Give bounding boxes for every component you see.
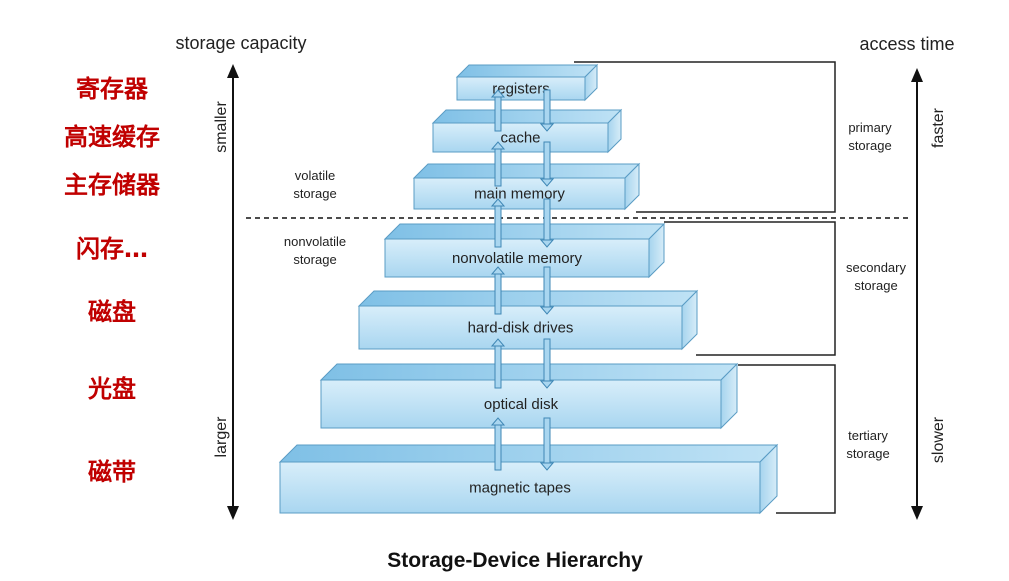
- down-arrow-cache-to-main-memory: [539, 141, 555, 187]
- nonvolatile-label-line2: storage: [293, 252, 336, 267]
- primary-storage-line1: primary: [848, 120, 892, 135]
- secondary-storage-line1: secondary: [846, 260, 906, 275]
- up-arrow-nonvolatile-memory-to-main-memory: [490, 198, 506, 248]
- down-arrow-nonvolatile-memory-to-hard-disk-drives: [539, 266, 555, 315]
- tertiary-storage-line1: tertiary: [848, 428, 888, 443]
- left-axis-bottom-label: larger: [213, 416, 230, 458]
- secondary-storage-line2: storage: [854, 278, 897, 293]
- down-arrow-main-memory-to-nonvolatile-memory: [539, 198, 555, 248]
- up-arrow-hard-disk-drives-to-nonvolatile-memory: [490, 266, 506, 315]
- up-arrow-cache-to-registers: [490, 89, 506, 132]
- level-label-hard-disk-drives: hard-disk drives: [468, 320, 574, 337]
- chinese-label-registers: 寄存器: [76, 75, 149, 103]
- level-box-main-memory: main memory: [412, 162, 641, 211]
- level-box-magnetic-tapes: magnetic tapes: [278, 443, 779, 515]
- level-label-cache: cache: [500, 130, 540, 147]
- primary-storage-bracket: [574, 61, 836, 213]
- chinese-label-optical: 光盘: [87, 375, 136, 403]
- up-arrow-magnetic-tapes-to-optical-disk: [490, 417, 506, 471]
- level-box-cache: cache: [431, 108, 623, 154]
- box-top-face: [383, 223, 666, 240]
- up-arrow-main-memory-to-cache: [490, 141, 506, 187]
- left-axis-arrow-up: [227, 64, 239, 78]
- box-top-face: [412, 163, 641, 179]
- left-axis-title: storage capacity: [175, 33, 306, 53]
- level-label-registers: registers: [492, 81, 550, 98]
- box-top-face: [357, 290, 699, 307]
- down-arrow-hard-disk-drives-to-optical-disk: [539, 338, 555, 389]
- left-axis-arrow-down: [227, 506, 239, 520]
- box-front-face: [358, 305, 683, 350]
- tertiary-storage-bracket: [738, 364, 836, 514]
- level-label-nonvolatile-memory: nonvolatile memory: [452, 250, 583, 267]
- box-front-face: [456, 76, 586, 101]
- box-top-face: [431, 109, 623, 124]
- up-arrow-optical-disk-to-hard-disk-drives: [490, 338, 506, 389]
- left-axis-top-label: smaller: [213, 101, 230, 153]
- box-front-face: [432, 122, 609, 153]
- box-front-face: [279, 461, 761, 514]
- volatile-label-line1: volatile: [295, 168, 335, 183]
- down-arrow-optical-disk-to-magnetic-tapes: [539, 417, 555, 471]
- right-axis-bottom-label: slower: [930, 416, 947, 463]
- level-label-optical-disk: optical disk: [484, 396, 559, 413]
- box-top-face: [455, 64, 599, 78]
- box-front-face: [320, 379, 722, 429]
- box-front-face: [413, 177, 626, 210]
- level-box-hard-disk-drives: hard-disk drives: [357, 289, 699, 351]
- nonvolatile-label-line1: nonvolatile: [284, 234, 346, 249]
- right-axis-top-label: faster: [930, 107, 947, 148]
- tertiary-storage-line2: storage: [846, 446, 889, 461]
- level-label-magnetic-tapes: magnetic tapes: [469, 480, 571, 497]
- right-axis-title: access time: [859, 34, 954, 54]
- right-axis-arrow-up: [911, 68, 923, 82]
- chinese-label-tape: 磁带: [88, 458, 136, 486]
- right-axis-arrow-down: [911, 506, 923, 520]
- chinese-label-flash: 闪存…: [76, 235, 148, 263]
- box-front-face: [384, 238, 650, 278]
- level-box-optical-disk: optical disk: [319, 362, 739, 430]
- primary-storage-line2: storage: [848, 138, 891, 153]
- down-arrow-registers-to-cache: [539, 89, 555, 132]
- chinese-label-main-memory: 主存储器: [64, 171, 161, 199]
- chinese-label-cache: 高速缓存: [64, 123, 160, 151]
- level-box-registers: registers: [455, 63, 599, 102]
- box-top-face: [278, 444, 779, 463]
- level-box-nonvolatile-memory: nonvolatile memory: [383, 222, 666, 279]
- chinese-label-disk: 磁盘: [88, 298, 136, 326]
- diagram-caption: Storage-Device Hierarchy: [387, 549, 643, 572]
- volatile-label-line2: storage: [293, 186, 336, 201]
- level-label-main-memory: main memory: [474, 186, 565, 203]
- secondary-storage-bracket: [664, 221, 836, 356]
- box-top-face: [319, 363, 739, 381]
